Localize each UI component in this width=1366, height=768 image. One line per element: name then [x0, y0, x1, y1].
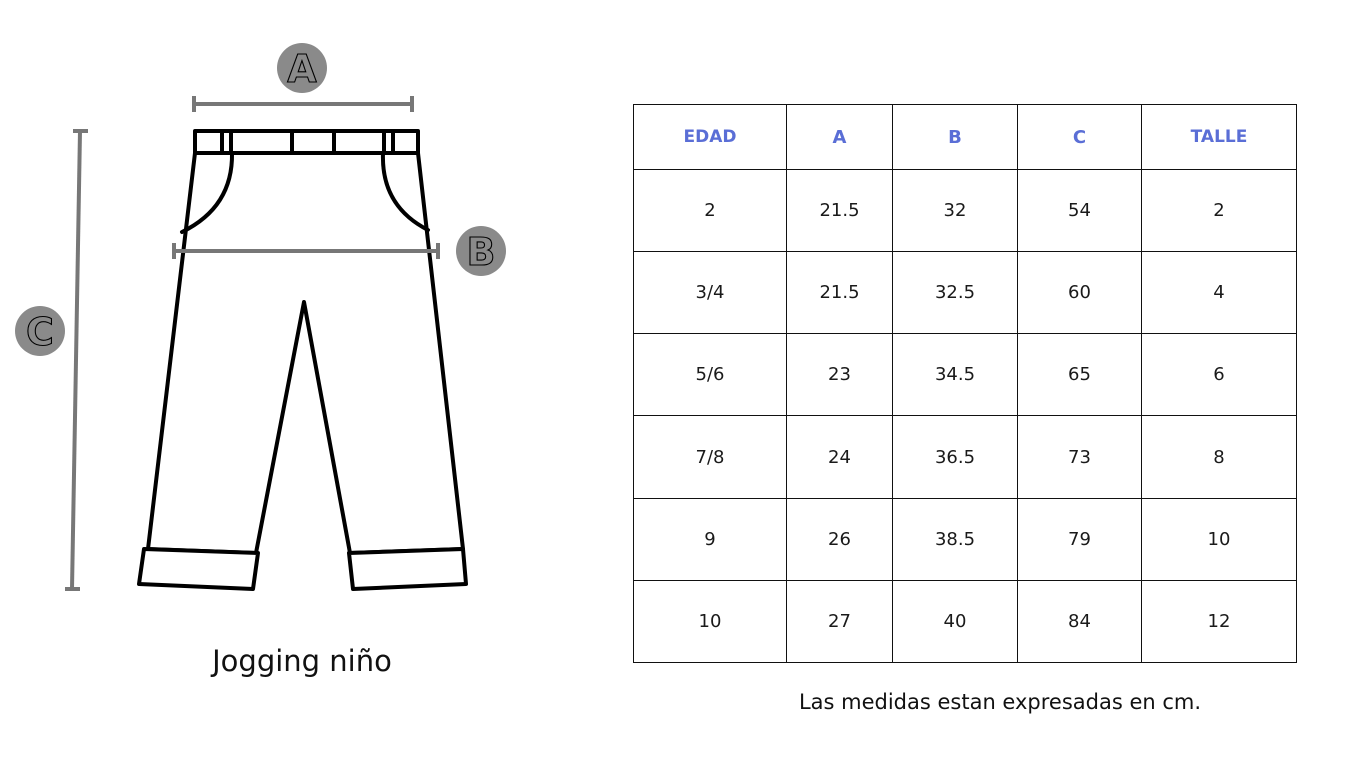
cell-edad: 5/6 [633, 333, 787, 417]
cell-a: 26 [786, 497, 893, 581]
measure-line-b [172, 243, 440, 259]
cell-edad: 10 [633, 579, 787, 664]
marker-b: B [456, 226, 506, 276]
size-table: EDAD A B C TALLE 2 21.5 32 54 2 3/4 21.5… [633, 104, 1297, 664]
header-a: A [786, 104, 893, 170]
table-row: 10 27 40 84 12 [633, 579, 1297, 664]
cell-c: 54 [1017, 168, 1142, 253]
marker-c-label: C [26, 310, 54, 354]
cell-b: 32.5 [892, 251, 1018, 335]
units-footnote: Las medidas estan expresadas en cm. [798, 690, 1202, 714]
cell-b: 36.5 [892, 415, 1018, 499]
cell-c: 73 [1017, 415, 1142, 499]
cell-talle: 6 [1141, 333, 1297, 417]
marker-c: C [15, 306, 65, 356]
marker-a: A [277, 43, 327, 93]
table-row: 7/8 24 36.5 73 8 [633, 415, 1297, 499]
cell-c: 84 [1017, 579, 1142, 664]
cell-c: 60 [1017, 251, 1142, 335]
table-header-row: EDAD A B C TALLE [633, 104, 1297, 170]
cell-c: 65 [1017, 333, 1142, 417]
cell-c: 79 [1017, 497, 1142, 581]
cell-edad: 7/8 [633, 415, 787, 499]
table-row: 3/4 21.5 32.5 60 4 [633, 251, 1297, 335]
header-talle: TALLE [1141, 104, 1297, 170]
table-row: 5/6 23 34.5 65 6 [633, 333, 1297, 417]
header-b: B [892, 104, 1018, 170]
cell-edad: 3/4 [633, 251, 787, 335]
cell-edad: 2 [633, 168, 787, 253]
measure-line-a [192, 96, 414, 112]
header-edad: EDAD [633, 104, 787, 170]
cell-talle: 4 [1141, 251, 1297, 335]
cell-b: 38.5 [892, 497, 1018, 581]
cell-talle: 12 [1141, 579, 1297, 664]
measure-line-c [65, 129, 88, 591]
cell-a: 27 [786, 579, 893, 664]
product-title: Jogging niño [212, 644, 392, 678]
cell-b: 34.5 [892, 333, 1018, 417]
pants-diagram: A B C [15, 43, 506, 591]
header-c: C [1017, 104, 1142, 170]
marker-b-label: B [467, 230, 496, 274]
marker-a-label: A [287, 47, 317, 91]
cell-edad: 9 [633, 497, 787, 581]
cell-a: 21.5 [786, 251, 893, 335]
cell-talle: 10 [1141, 497, 1297, 581]
cell-a: 24 [786, 415, 893, 499]
cell-a: 21.5 [786, 168, 893, 253]
cell-b: 32 [892, 168, 1018, 253]
cell-a: 23 [786, 333, 893, 417]
pants-outline [137, 129, 468, 591]
table-row: 9 26 38.5 79 10 [633, 497, 1297, 581]
table-row: 2 21.5 32 54 2 [633, 168, 1297, 253]
cell-b: 40 [892, 579, 1018, 664]
cell-talle: 8 [1141, 415, 1297, 499]
cell-talle: 2 [1141, 168, 1297, 253]
